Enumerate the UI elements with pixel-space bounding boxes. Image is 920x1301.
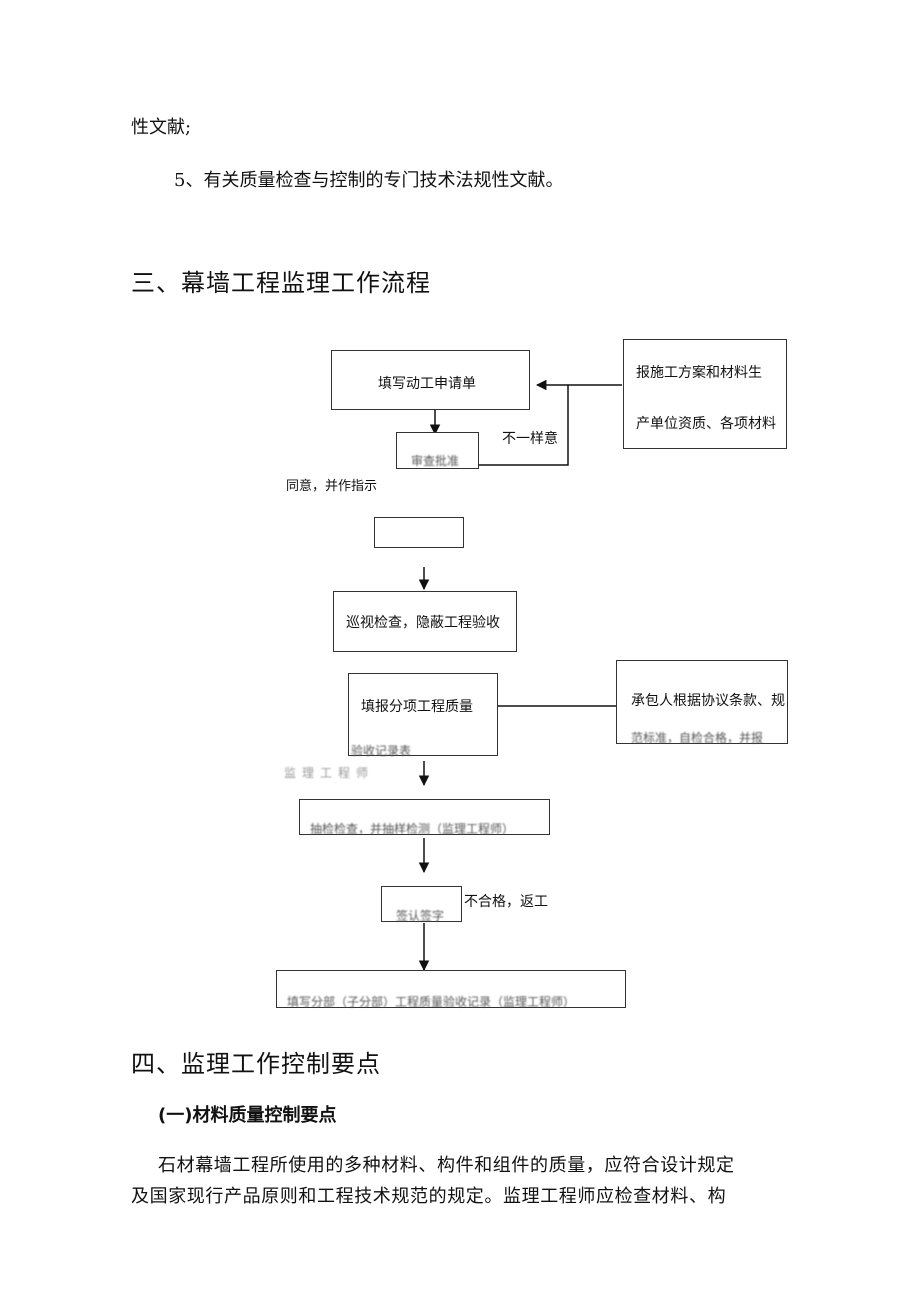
- flow-box-approve: 签认签字: [381, 886, 462, 923]
- list-item-5: 5、有关质量检查与控制的专门技术法规性文献。: [174, 170, 564, 191]
- flow-box-contractor-line1: 承包人根据协议条款、规: [631, 693, 785, 709]
- section-4-title: 四、监理工作控制要点: [131, 1050, 381, 1078]
- flow-box-review-label: 审查批准: [411, 454, 460, 468]
- flow-box-apply: 填写动工申请单: [331, 350, 530, 410]
- section-3-title: 三、幕墙工程监理工作流程: [131, 269, 431, 297]
- flow-box-report-line1: 报施工方案和材料生: [636, 365, 762, 381]
- paragraph-line-2: 及国家现行产品原则和工程技术规范的规定。监理工程师应检查材料、构: [131, 1186, 727, 1207]
- flow-box-contractor: 承包人根据协议条款、规 范标准，自检合格，并报: [616, 660, 788, 745]
- flow-box-report: 报施工方案和材料生 产单位资质、各项材料: [623, 339, 787, 449]
- flow-box-review: 审查批准: [396, 432, 479, 469]
- flow-box-patrol-label: 巡视检查，隐蔽工程验收: [346, 615, 500, 631]
- flow-box-random-label: 抽检检查，并抽样检测（监理工程师）: [310, 822, 515, 836]
- flow-box-approve-label: 签认签字: [396, 909, 445, 923]
- loop-disagree: [479, 385, 569, 466]
- flow-box-final: 填写分部（子分部）工程质量验收记录（监理工程师）: [276, 970, 626, 1009]
- side-fuzzy-text: 监理工程师: [284, 766, 375, 780]
- flow-box-final-label: 填写分部（子分部）工程质量验收记录（监理工程师）: [287, 995, 576, 1009]
- label-unqualified: 不合格，返工: [464, 894, 548, 910]
- label-agree: 同意，并作指示: [286, 479, 378, 494]
- flow-box-empty: [374, 517, 464, 548]
- flow-box-fill-quality-sub: 验收记录表: [351, 744, 412, 758]
- flow-box-patrol: 巡视检查，隐蔽工程验收: [333, 591, 517, 652]
- intro-line: 性文献;: [131, 117, 192, 138]
- label-disagree: 不一样意: [502, 431, 558, 447]
- flow-box-fill-quality: 填报分项工程质量 验收记录表: [348, 673, 498, 758]
- flow-box-random: 抽检检查，并抽样检测（监理工程师）: [299, 799, 550, 836]
- paragraph-line-1: 石材幕墙工程所使用的多种材料、构件和组件的质量，应符合设计规定: [158, 1155, 735, 1176]
- subsection-1-title: (一)材料质量控制要点: [158, 1105, 337, 1126]
- flow-box-report-line2: 产单位资质、各项材料: [636, 416, 776, 432]
- flow-box-apply-label: 填写动工申请单: [378, 376, 476, 392]
- flow-box-contractor-line2: 范标准，自检合格，并报: [631, 731, 764, 745]
- flow-box-fill-quality-label: 填报分项工程质量: [361, 699, 473, 715]
